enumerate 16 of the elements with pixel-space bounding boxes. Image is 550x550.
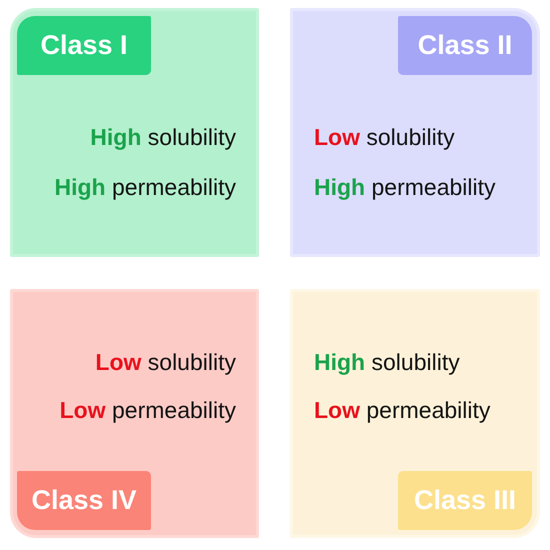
property-text: High permeability	[314, 173, 496, 202]
property-text: High permeability	[54, 173, 236, 202]
property-text: Low solubility	[314, 123, 455, 152]
property-text: Low solubility	[95, 348, 236, 377]
class-panel	[10, 289, 259, 538]
class-badge: Class I	[17, 16, 151, 75]
class-panel	[290, 8, 540, 257]
class-panel	[290, 289, 540, 538]
property-text: Low permeability	[314, 396, 490, 425]
class-badge: Class III	[398, 471, 532, 530]
property-text: High solubility	[90, 123, 236, 152]
class-badge: Class IV	[17, 471, 151, 530]
class-panel	[10, 8, 259, 257]
class-badge: Class II	[398, 16, 532, 75]
property-text: High solubility	[314, 348, 460, 377]
property-text: Low permeability	[60, 396, 236, 425]
